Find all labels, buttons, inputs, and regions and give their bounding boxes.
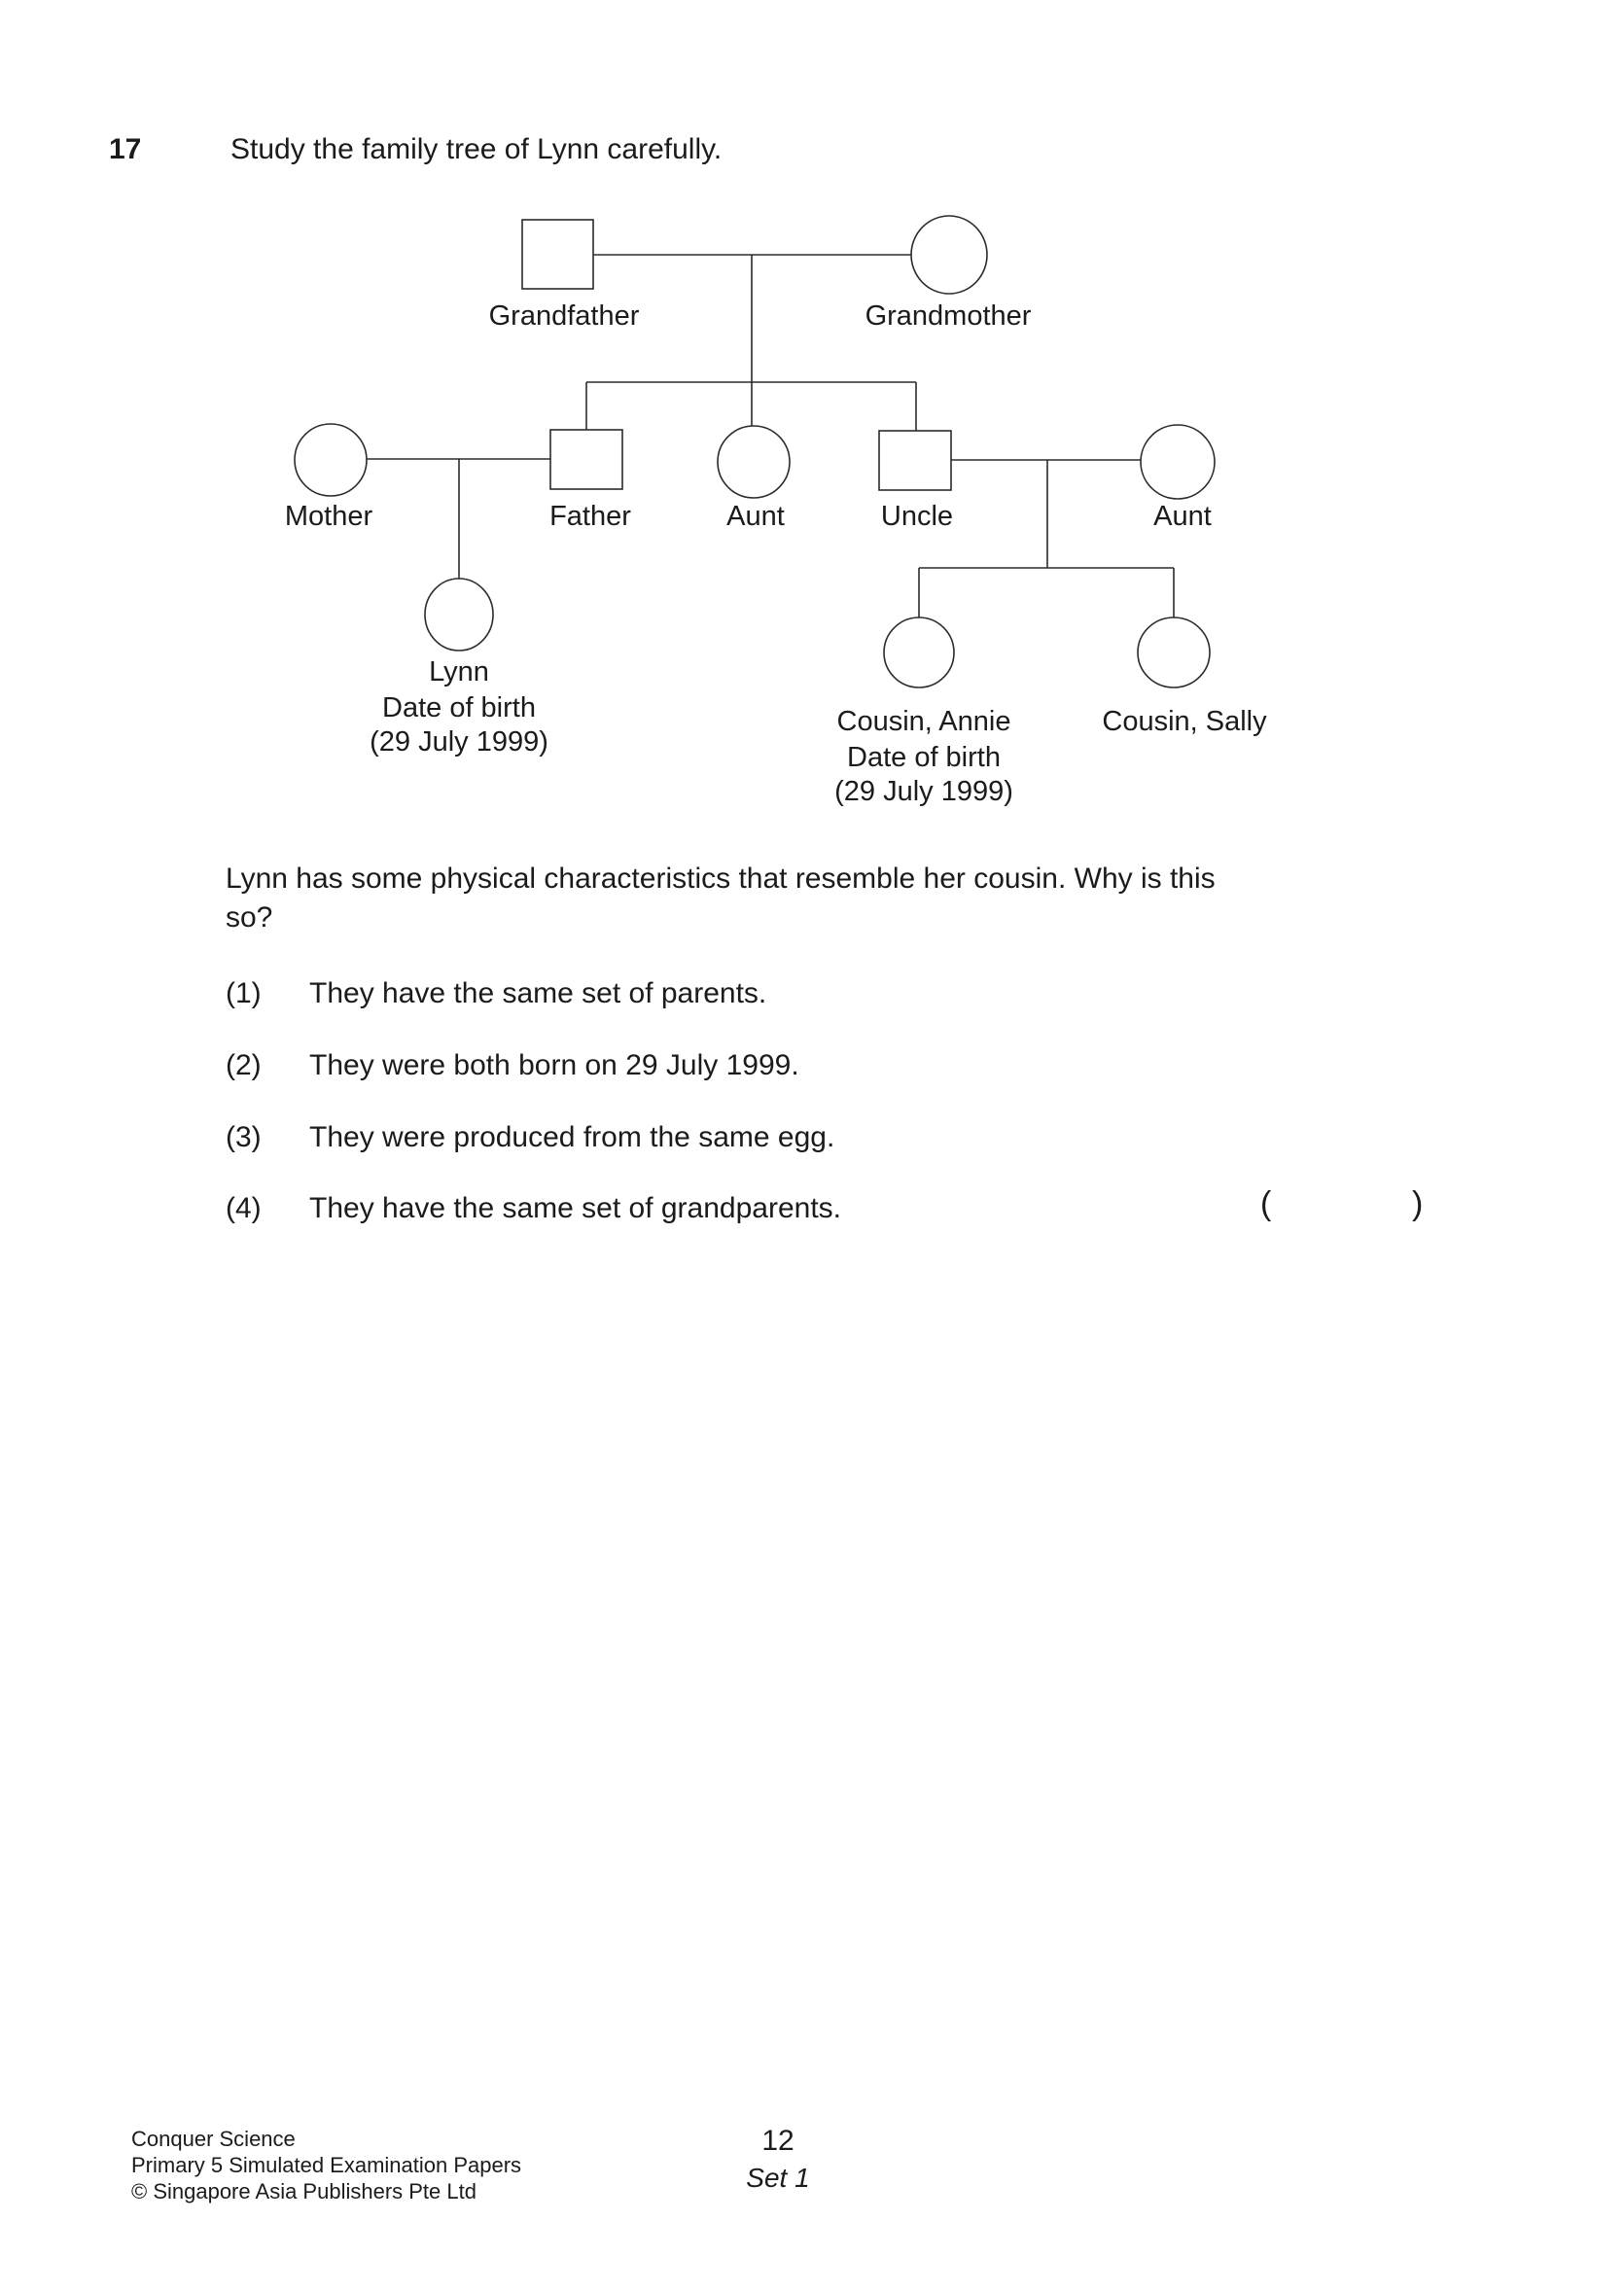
- answer-bracket-open: (: [1260, 1185, 1272, 1222]
- option-4-text: They have the same set of grandparents.: [309, 1192, 841, 1224]
- option-2-text: They were both born on 29 July 1999.: [309, 1049, 799, 1081]
- mother-label: Mother: [285, 501, 373, 532]
- option-2-number: (2): [226, 1049, 262, 1081]
- footer-page-block: 12 Set 1: [700, 2125, 856, 2195]
- grandfather-male-symbol: [521, 219, 594, 290]
- annie-name-label: Cousin, Annie: [837, 706, 1011, 737]
- mother-female-symbol: [294, 423, 368, 497]
- lynn-female-symbol: [424, 578, 494, 652]
- page-number: 12: [761, 2125, 794, 2157]
- aunt-middle-female-symbol: [717, 425, 791, 499]
- aunt-right-label: Aunt: [1153, 501, 1212, 532]
- annie-dob-value: (29 July 1999): [834, 776, 1013, 807]
- tree-connector-lines: [367, 254, 1175, 617]
- aunt-right-female-symbol: [1140, 424, 1216, 500]
- lynn-dob-value: (29 July 1999): [370, 726, 548, 758]
- lynn-dob-label: Date of birth: [382, 692, 536, 723]
- person-aunt-right: Aunt: [1140, 424, 1216, 532]
- person-aunt-middle: Aunt: [717, 425, 791, 532]
- question-prompt-line-1: Lynn has some physical characteristics t…: [226, 863, 1216, 895]
- family-tree-diagram: Grandfather Grandmother Mother Father Au…: [285, 215, 1267, 807]
- person-uncle: Uncle: [878, 430, 953, 532]
- question-prompt-line-2: so?: [226, 901, 273, 934]
- person-father: Father: [549, 429, 631, 532]
- sally-female-symbol: [1137, 617, 1211, 688]
- uncle-label: Uncle: [881, 501, 953, 532]
- lynn-name-label: Lynn: [429, 656, 489, 687]
- person-mother: Mother: [285, 423, 373, 532]
- option-3-text: They were produced from the same egg.: [309, 1121, 835, 1153]
- annie-dob-label: Date of birth: [847, 742, 1001, 773]
- option-4-number: (4): [226, 1192, 262, 1224]
- question-number: 17: [109, 133, 142, 165]
- father-male-symbol: [549, 429, 623, 490]
- footer-publisher-line-2: Primary 5 Simulated Examination Papers: [131, 2153, 522, 2177]
- question-title: Study the family tree of Lynn carefully.: [230, 133, 723, 165]
- aunt-middle-label: Aunt: [726, 501, 785, 532]
- uncle-male-symbol: [878, 430, 952, 491]
- sally-name-label: Cousin, Sally: [1102, 706, 1267, 737]
- grandmother-label: Grandmother: [865, 300, 1032, 332]
- answer-bracket-close: ): [1412, 1185, 1424, 1222]
- footer-publisher-line-3: © Singapore Asia Publishers Pte Ltd: [131, 2179, 477, 2203]
- set-label: Set 1: [746, 2163, 810, 2193]
- person-grandfather: Grandfather: [489, 219, 640, 332]
- option-1-number: (1): [226, 977, 262, 1009]
- footer-publisher-line-1: Conquer Science: [131, 2127, 296, 2151]
- person-cousin-sally: Cousin, Sally: [1102, 617, 1267, 737]
- person-grandmother: Grandmother: [865, 215, 1032, 332]
- grandfather-label: Grandfather: [489, 300, 640, 332]
- grandmother-female-symbol: [910, 215, 988, 295]
- annie-female-symbol: [883, 617, 955, 688]
- footer-publisher-block: Conquer Science Primary 5 Simulated Exam…: [131, 2126, 521, 2204]
- person-cousin-annie: Cousin, Annie Date of birth (29 July 199…: [834, 617, 1013, 807]
- father-label: Father: [549, 501, 631, 532]
- question-prompt: Lynn has some physical characteristics t…: [226, 860, 1470, 937]
- option-1-text: They have the same set of parents.: [309, 977, 767, 1009]
- option-3-number: (3): [226, 1121, 262, 1153]
- person-lynn: Lynn Date of birth (29 July 1999): [370, 578, 548, 758]
